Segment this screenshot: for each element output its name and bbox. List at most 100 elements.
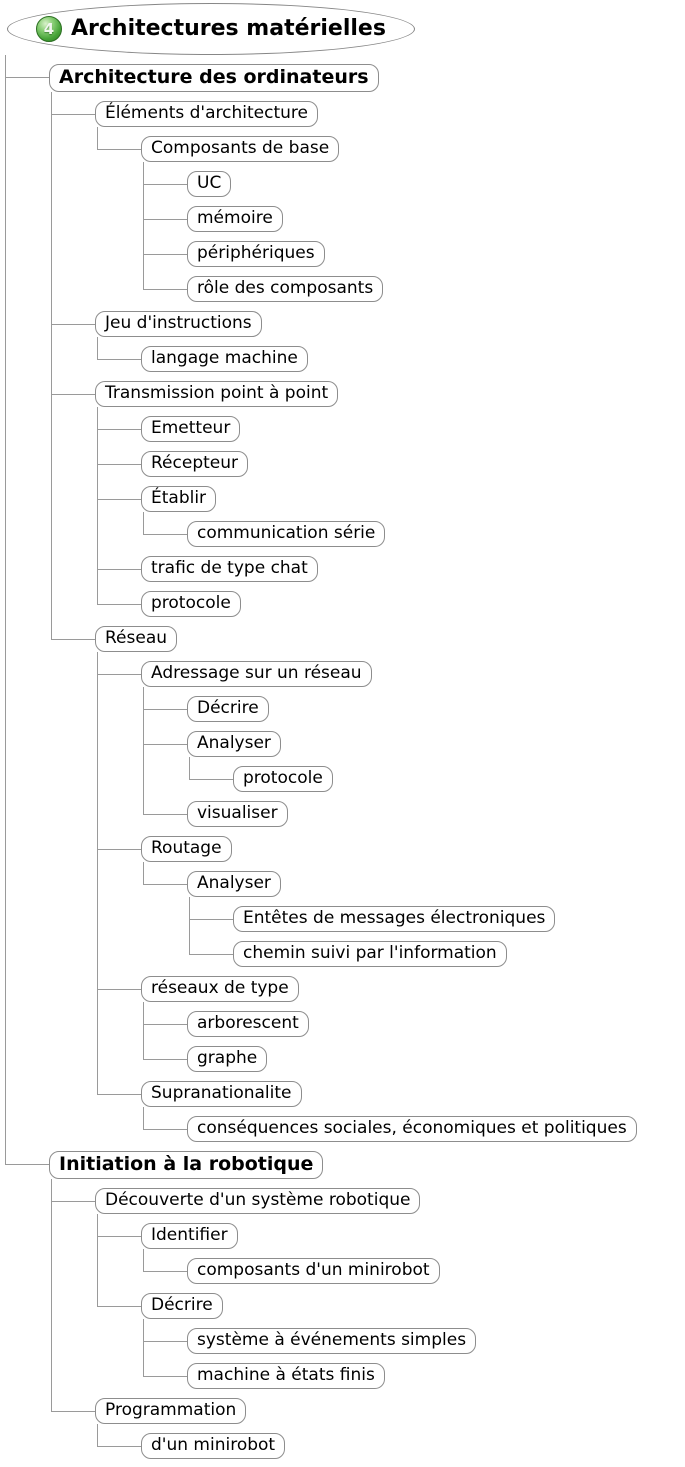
topic-label: Programmation: [105, 1400, 237, 1420]
topic-bubble[interactable]: protocole: [233, 766, 333, 792]
topic-bubble[interactable]: d'un minirobot: [141, 1433, 286, 1459]
topic-label: chemin suivi par l'information: [243, 943, 497, 963]
topic-bubble[interactable]: Décrire: [187, 696, 269, 722]
topic-bubble[interactable]: Adressage sur un réseau: [141, 661, 372, 687]
topic-bubble[interactable]: communication série: [187, 521, 386, 547]
topic-bubble[interactable]: Découverte d'un système robotique: [95, 1188, 421, 1214]
topic-bubble[interactable]: Transmission point à point: [95, 381, 339, 407]
mindmap-node: visualiser: [143, 792, 677, 827]
topic-bubble[interactable]: Récepteur: [141, 451, 248, 477]
topic-bubble[interactable]: Établir: [141, 486, 217, 512]
topic-label: Analyser: [197, 733, 271, 753]
mindmap-node: rôle des composants: [143, 267, 677, 302]
topic-bubble[interactable]: Décrire: [141, 1293, 223, 1319]
topic-label: rôle des composants: [197, 278, 374, 298]
topic-bubble[interactable]: chemin suivi par l'information: [233, 941, 507, 967]
mindmap-node: UC: [143, 162, 677, 197]
topic-bubble[interactable]: visualiser: [187, 801, 288, 827]
topic-label: réseaux de type: [151, 978, 289, 998]
topic-label: Identifier: [151, 1225, 228, 1245]
topic-label: Adressage sur un réseau: [151, 663, 362, 683]
mindmap-node: Emetteur: [97, 407, 677, 442]
mindmap-node: d'un minirobot: [97, 1424, 677, 1459]
topic-bubble[interactable]: machine à états finis: [187, 1363, 385, 1389]
topic-bubble[interactable]: protocole: [141, 591, 241, 617]
topic-bubble[interactable]: périphériques: [187, 241, 325, 267]
topic-bubble[interactable]: mémoire: [187, 206, 283, 232]
topic-label: périphériques: [197, 243, 315, 263]
topic-bubble[interactable]: système à événements simples: [187, 1328, 477, 1354]
topic-bubble[interactable]: Identifier: [141, 1223, 238, 1249]
topic-label: Décrire: [151, 1295, 213, 1315]
mindmap-node: trafic de type chat: [97, 547, 677, 582]
topic-bubble[interactable]: conséquences sociales, économiques et po…: [187, 1116, 637, 1142]
topic-label: langage machine: [151, 348, 298, 368]
children-group: protocole: [189, 757, 677, 792]
topic-label: d'un minirobot: [151, 1435, 276, 1455]
topic-bubble[interactable]: rôle des composants: [187, 276, 384, 302]
topic-label: visualiser: [197, 803, 278, 823]
topic-label: Décrire: [197, 698, 259, 718]
mindmap-node: Supranationalite conséquences sociales, é…: [97, 1072, 677, 1142]
topic-bubble[interactable]: Jeu d'instructions: [95, 311, 262, 337]
mindmap-node: Analyser protocole: [143, 722, 677, 792]
topic-bubble[interactable]: langage machine: [141, 346, 308, 372]
topic-bubble[interactable]: Analyser: [187, 871, 281, 897]
topic-label: système à événements simples: [197, 1330, 467, 1350]
topic-bubble[interactable]: Programmation: [95, 1398, 247, 1424]
topic-label: Initiation à la robotique: [59, 1153, 314, 1175]
topic-bubble[interactable]: Routage: [141, 836, 232, 862]
topic-bubble[interactable]: Analyser: [187, 731, 281, 757]
children-group: système à événements simples machine à ét…: [143, 1319, 677, 1389]
children-group: UC mémoire périphériques rôle des composant…: [143, 162, 677, 302]
topic-bubble[interactable]: Éléments d'architecture: [95, 101, 318, 127]
mindmap-node: Jeu d'instructions langage machine: [51, 302, 677, 372]
topic-bubble[interactable]: Architecture des ordinateurs: [49, 64, 379, 92]
topic-label: Récepteur: [151, 453, 238, 473]
mindmap-node: Décrire système à événements simples machi…: [97, 1284, 677, 1389]
topic-bubble[interactable]: trafic de type chat: [141, 556, 318, 582]
topic-bubble[interactable]: graphe: [187, 1046, 268, 1072]
mindmap-node: Décrire: [143, 687, 677, 722]
topic-label: Entêtes de messages électroniques: [243, 908, 546, 928]
badge-4-icon: 4: [36, 16, 62, 42]
mindmap-node: communication série: [143, 512, 677, 547]
topic-label: UC: [197, 173, 222, 193]
children-group: communication série: [143, 512, 677, 547]
topic-bubble[interactable]: Initiation à la robotique: [49, 1151, 324, 1179]
mindmap-node: conséquences sociales, économiques et po…: [143, 1107, 677, 1142]
mindmap-node: périphériques: [143, 232, 677, 267]
topic-bubble[interactable]: arborescent: [187, 1011, 309, 1037]
topic-label: graphe: [197, 1048, 258, 1068]
topic-label: Transmission point à point: [105, 383, 329, 403]
mindmap-node: Identifier composants d'un minirobot: [97, 1214, 677, 1284]
mindmap-node: chemin suivi par l'information: [189, 932, 677, 967]
topic-bubble[interactable]: Réseau: [95, 626, 178, 652]
topic-bubble[interactable]: UC: [187, 171, 232, 197]
topic-bubble[interactable]: Composants de base: [141, 136, 340, 162]
topic-bubble[interactable]: Emetteur: [141, 416, 241, 442]
topic-bubble[interactable]: composants d'un minirobot: [187, 1258, 440, 1284]
topic-bubble[interactable]: Supranationalite: [141, 1081, 302, 1107]
topic-bubble[interactable]: réseaux de type: [141, 976, 299, 1002]
topic-label: composants d'un minirobot: [197, 1260, 430, 1280]
mindmap-node: protocole: [97, 582, 677, 617]
topic-bubble[interactable]: Entêtes de messages électroniques: [233, 906, 556, 932]
topic-label: Analyser: [197, 873, 271, 893]
topic-label: Architecture des ordinateurs: [59, 66, 369, 88]
